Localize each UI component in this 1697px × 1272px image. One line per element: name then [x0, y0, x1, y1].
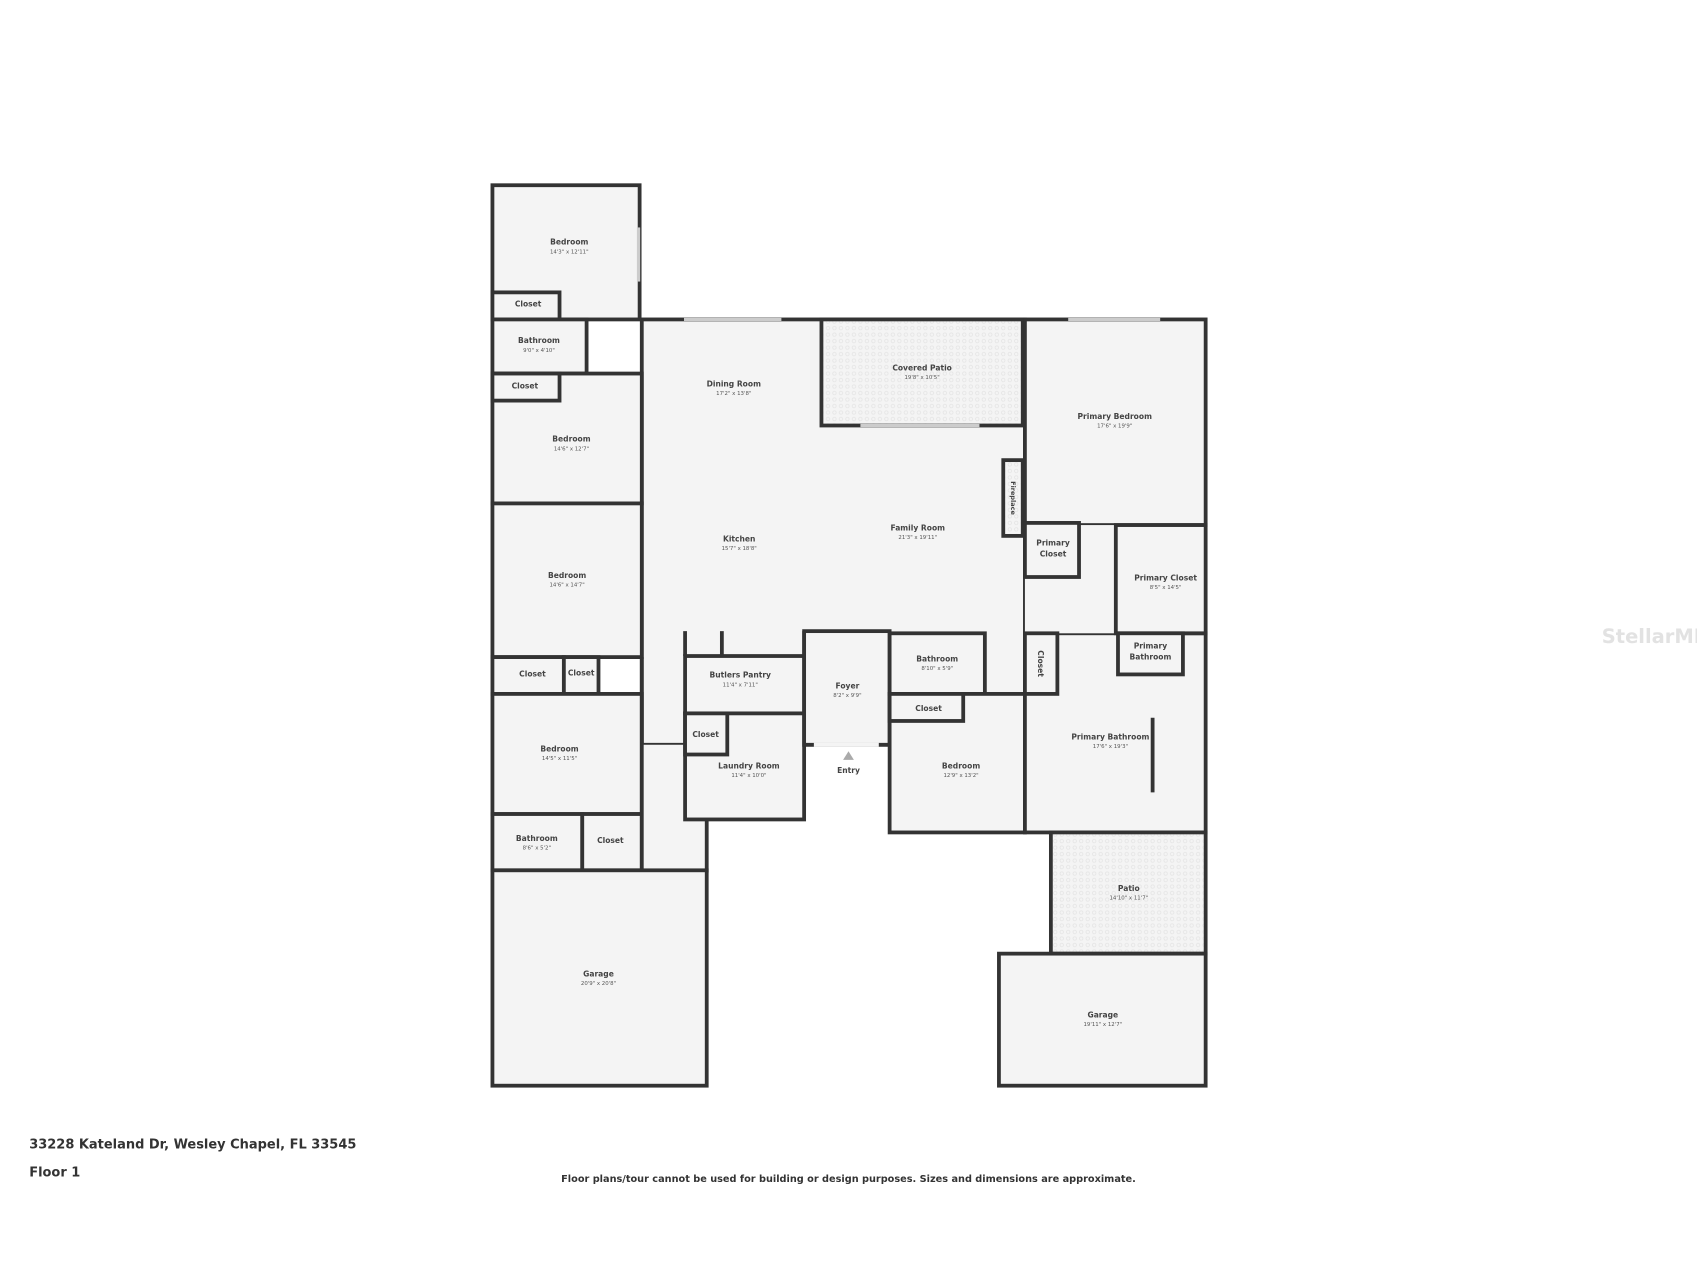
room-name: Closet — [915, 704, 942, 713]
room-dims: 14'5" x 11'5" — [542, 756, 577, 762]
entry-arrow-icon — [843, 751, 854, 760]
closet-b — [490, 371, 562, 403]
room-name: Bathroom — [916, 654, 958, 663]
watermark: StellarMLS — [1602, 625, 1697, 648]
room-dims: 21'3" x 19'11" — [898, 535, 937, 541]
room-dims: 19'8" x 10'5" — [904, 375, 939, 381]
room-dims: 19'11" x 12'7" — [1083, 1022, 1122, 1028]
room-dims: 14'6" x 14'7" — [549, 583, 584, 589]
primary-bathroom-small — [1116, 631, 1185, 677]
closet-h — [1023, 631, 1060, 696]
garage-b — [997, 951, 1208, 1088]
room-dims: 14'10" x 11'7" — [1109, 896, 1148, 902]
room-dims: 11'4" x 7'11" — [723, 682, 758, 688]
address: 33228 Kateland Dr, Wesley Chapel, FL 335… — [29, 1137, 356, 1152]
labels: Bedroom 14'3" x 12'11" Closet Bathroom 9… — [512, 238, 1198, 1028]
room-dims: 8'2" x 9'9" — [833, 693, 861, 699]
room-name: Bedroom — [942, 762, 980, 771]
garage-a — [490, 868, 709, 1088]
room-dims: 17'2" x 13'8" — [716, 391, 751, 397]
room-dims: 17'6" x 19'9" — [1097, 424, 1132, 430]
room-name: Bathroom — [1130, 652, 1172, 661]
room-dims: 12'9" x 13'2" — [943, 773, 978, 779]
room-dims: 8'5" x 14'5" — [1150, 585, 1182, 591]
room-dims: 17'6" x 19'3" — [1093, 744, 1128, 750]
room-name: Closet — [515, 299, 542, 308]
room-name: Closet — [1036, 650, 1045, 677]
room-name: Primary — [1036, 539, 1070, 548]
room-name: Primary Bathroom — [1071, 732, 1149, 741]
primary-closet — [1113, 523, 1208, 636]
room-name: Butlers Pantry — [710, 671, 772, 680]
room-name: Primary Bedroom — [1078, 412, 1153, 421]
room-dims: 8'10" x 5'9" — [921, 666, 953, 672]
bathroom-c — [887, 631, 987, 696]
room-name: Primary Closet — [1134, 573, 1197, 582]
patio — [1048, 830, 1208, 956]
primary-bedroom — [1023, 317, 1208, 527]
room-name: Covered Patio — [892, 363, 952, 372]
room-name: Foyer — [835, 681, 859, 690]
room-name: Family Room — [890, 523, 945, 532]
room-dims: 14'3" x 12'11" — [550, 249, 589, 255]
room-name: Bathroom — [518, 336, 560, 345]
room-dims: 9'0" x 4'10" — [523, 348, 555, 354]
bathroom-a — [490, 317, 589, 376]
room-dims: 11'4" x 10'0" — [731, 773, 766, 779]
room-dims: 15'7" x 18'8" — [722, 546, 757, 552]
room-name: Primary — [1134, 641, 1168, 650]
closet-a — [490, 290, 562, 322]
room-name: Bedroom — [550, 238, 588, 247]
room-name: Laundry Room — [718, 762, 780, 771]
room-name: Fireplace — [1009, 481, 1017, 515]
room-dims: 20'9" x 20'8" — [581, 981, 616, 987]
room-name: Closet — [597, 836, 624, 845]
closet-g — [887, 692, 966, 723]
fireplace — [1001, 458, 1025, 538]
room-name: Dining Room — [707, 380, 761, 389]
closet-d — [561, 655, 601, 696]
room-name: Bedroom — [552, 435, 590, 444]
room-dims: 14'6" x 12'7" — [554, 446, 589, 452]
room-name: Closet — [1040, 549, 1067, 558]
closet-f — [683, 711, 730, 757]
primary-closet-small — [1023, 521, 1081, 579]
room-name: Garage — [583, 969, 614, 978]
disclaimer: Floor plans/tour cannot be used for buil… — [561, 1174, 1136, 1185]
floor-label: Floor 1 — [29, 1166, 80, 1181]
room-name: Closet — [568, 669, 595, 678]
room-name: Bathroom — [516, 834, 558, 843]
bedroom-d — [490, 692, 644, 816]
bedroom-c — [490, 501, 644, 659]
room-name: Bedroom — [548, 571, 586, 580]
room-name: Closet — [519, 670, 546, 679]
room-name: Bedroom — [540, 744, 578, 753]
room-name: Closet — [512, 382, 539, 391]
room-name: Kitchen — [723, 534, 755, 543]
room-dims: 8'6" x 5'2" — [523, 846, 551, 852]
room-name: Closet — [692, 730, 719, 739]
entry-label: Entry — [837, 766, 860, 775]
room-name: Garage — [1087, 1011, 1118, 1020]
butlers-pantry — [683, 654, 807, 716]
covered-patio — [819, 317, 1025, 428]
room-name: Patio — [1118, 884, 1140, 893]
